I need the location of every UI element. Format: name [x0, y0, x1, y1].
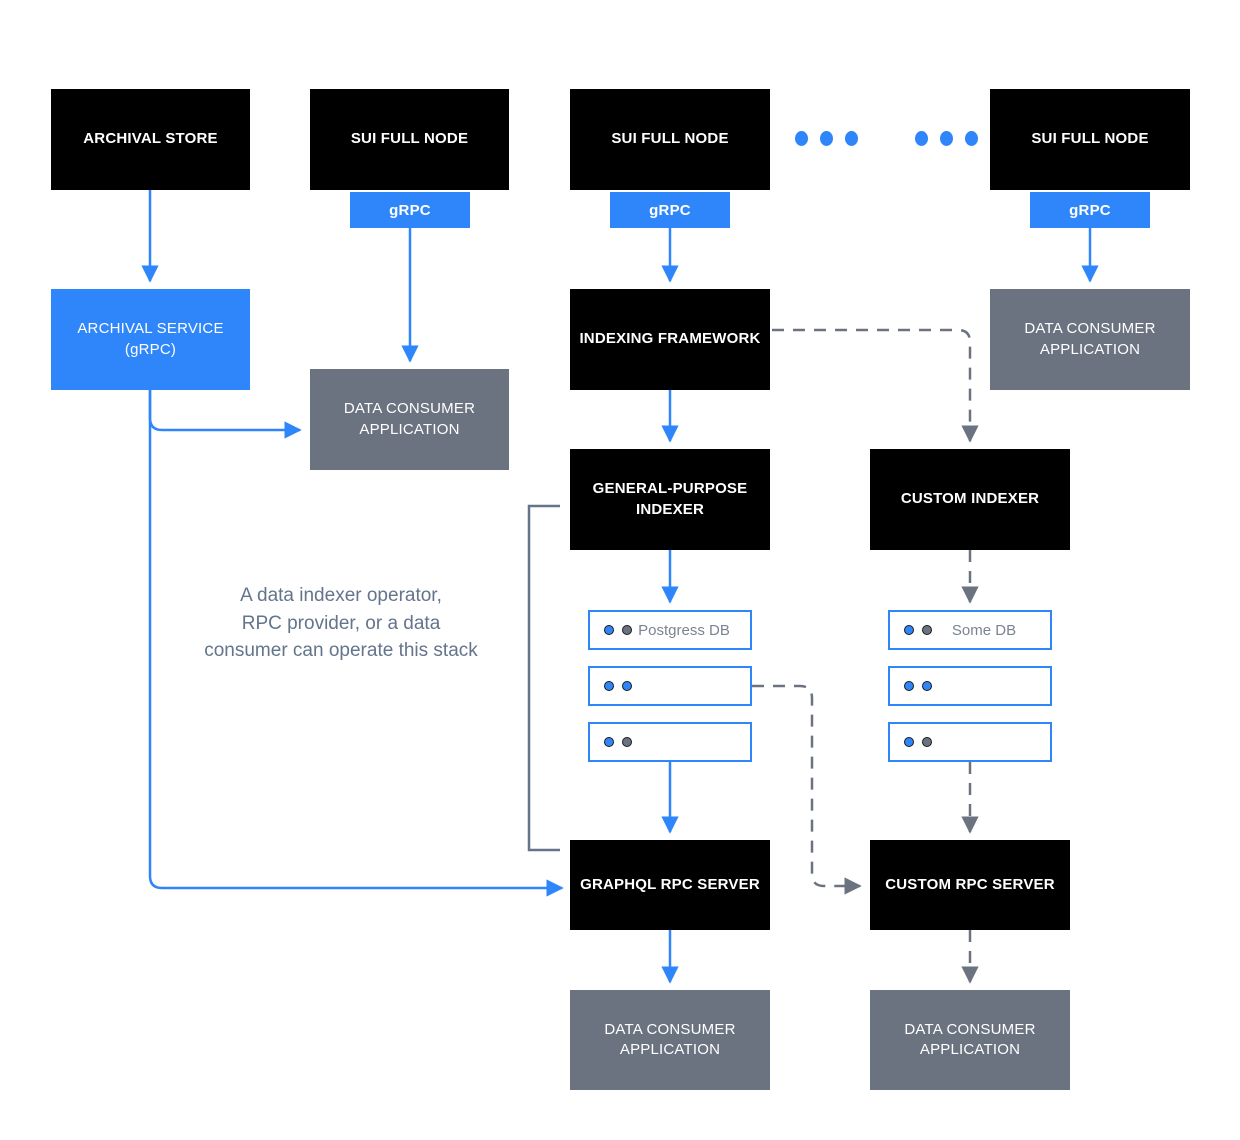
status-dot-gray-icon	[922, 737, 932, 747]
status-dot-blue-icon	[622, 681, 632, 691]
node-archival-store[interactable]: ARCHIVAL STORE	[51, 89, 250, 190]
node-indexing-framework-label: INDEXING FRAMEWORK	[579, 330, 761, 348]
status-dot-blue-icon	[604, 681, 614, 691]
ellipsis-dot	[820, 131, 833, 146]
node-sui-full-node-2[interactable]: SUI FULL NODE	[570, 89, 770, 190]
ellipsis-dot	[845, 131, 858, 146]
status-dot-blue-icon	[922, 681, 932, 691]
db-right-row-2[interactable]	[888, 666, 1052, 706]
node-sui-full-node-1[interactable]: SUI FULL NODE	[310, 89, 509, 190]
node-data-consumer-application-left[interactable]: DATA CONSUMER APPLICATION	[310, 369, 509, 470]
arrow-indexing-framework-to-custom-indexer	[772, 328, 979, 443]
node-general-purpose-indexer-line1: GENERAL-PURPOSE	[592, 480, 748, 498]
chip-grpc-2[interactable]: gRPC	[610, 192, 730, 228]
chip-grpc-3-label: gRPC	[1069, 201, 1111, 219]
node-data-consumer-bottom-right-line2: APPLICATION	[919, 1041, 1021, 1058]
ellipsis-dots-right	[915, 131, 978, 146]
node-graphql-rpc-server[interactable]: GRAPHQL RPC SERVER	[570, 840, 770, 930]
chip-grpc-1[interactable]: gRPC	[350, 192, 470, 228]
db-center-row-1-label: Postgress DB	[638, 621, 730, 639]
ellipsis-dot	[915, 131, 928, 146]
node-custom-rpc-server[interactable]: CUSTOM RPC SERVER	[870, 840, 1070, 930]
node-data-consumer-topright-line1: DATA CONSUMER	[1024, 320, 1156, 338]
stack-annotation-line2: RPC provider, or a data	[241, 612, 441, 634]
node-archival-store-label: ARCHIVAL STORE	[83, 130, 218, 148]
node-data-consumer-left-line2: APPLICATION	[359, 420, 460, 438]
node-data-consumer-bottom-left-line2: APPLICATION	[619, 1041, 721, 1058]
node-general-purpose-indexer-line2: INDEXER	[635, 500, 705, 518]
ellipsis-dot	[795, 131, 808, 146]
status-dot-blue-icon	[604, 737, 614, 747]
ellipsis-dots-left	[795, 131, 858, 146]
db-right-row-2-dots	[904, 681, 932, 691]
chip-grpc-3[interactable]: gRPC	[1030, 192, 1150, 228]
stack-bracket	[527, 504, 560, 852]
db-center-row-3-dots	[604, 737, 632, 747]
status-dot-blue-icon	[904, 737, 914, 747]
stack-annotation: A data indexer operator, RPC provider, o…	[196, 582, 486, 665]
node-sui-full-node-3-label: SUI FULL NODE	[1031, 130, 1149, 148]
node-indexing-framework[interactable]: INDEXING FRAMEWORK	[570, 289, 770, 390]
node-data-consumer-left-line1: DATA CONSUMER	[343, 400, 476, 418]
node-custom-indexer[interactable]: CUSTOM INDEXER	[870, 449, 1070, 550]
node-data-consumer-application-bottom-right[interactable]: DATA CONSUMER APPLICATION	[870, 990, 1070, 1090]
status-dot-blue-icon	[904, 681, 914, 691]
status-dot-gray-icon	[622, 625, 632, 635]
db-center-row-2-dots	[604, 681, 632, 691]
ellipsis-dot	[940, 131, 953, 146]
db-center-row-1[interactable]: Postgress DB	[588, 610, 752, 650]
node-data-consumer-application-bottom-left[interactable]: DATA CONSUMER APPLICATION	[570, 990, 770, 1090]
node-graphql-rpc-server-label: GRAPHQL RPC SERVER	[580, 875, 760, 893]
stack-annotation-line1: A data indexer operator,	[240, 585, 442, 606]
node-sui-full-node-2-label: SUI FULL NODE	[611, 130, 729, 148]
status-dot-gray-icon	[622, 737, 632, 747]
db-center-row-3[interactable]	[588, 722, 752, 762]
node-archival-service-label-line2: (gRPC)	[124, 340, 177, 358]
chip-grpc-1-label: gRPC	[389, 201, 431, 219]
node-custom-rpc-server-label: CUSTOM RPC SERVER	[885, 875, 1055, 893]
node-sui-full-node-3[interactable]: SUI FULL NODE	[990, 89, 1190, 190]
db-right-row-1-dots	[904, 625, 932, 635]
stack-annotation-line3: consumer can operate this stack	[204, 640, 478, 662]
node-custom-indexer-label: CUSTOM INDEXER	[900, 490, 1040, 508]
node-data-consumer-bottom-right-line1: DATA CONSUMER	[904, 1020, 1036, 1038]
status-dot-blue-icon	[904, 625, 914, 635]
chip-grpc-2-label: gRPC	[649, 201, 691, 219]
node-general-purpose-indexer[interactable]: GENERAL-PURPOSE INDEXER	[570, 449, 770, 550]
status-dot-blue-icon	[604, 625, 614, 635]
node-data-consumer-topright-line2: APPLICATION	[1039, 340, 1141, 358]
db-center-row-1-dots	[604, 625, 632, 635]
ellipsis-dot	[965, 131, 978, 146]
node-sui-full-node-1-label: SUI FULL NODE	[350, 130, 469, 148]
status-dot-gray-icon	[922, 625, 932, 635]
node-data-consumer-bottom-left-line1: DATA CONSUMER	[604, 1020, 736, 1038]
node-archival-service[interactable]: ARCHIVAL SERVICE (gRPC)	[51, 289, 250, 390]
db-right-row-3-dots	[904, 737, 932, 747]
node-data-consumer-application-top-right[interactable]: DATA CONSUMER APPLICATION	[990, 289, 1190, 390]
arrow-archival-service-to-data-consumer-left	[148, 389, 302, 439]
db-right-row-1-label: Some DB	[951, 621, 1017, 639]
db-right-row-3[interactable]	[888, 722, 1052, 762]
db-center-row-2[interactable]	[588, 666, 752, 706]
db-right-row-1[interactable]: Some DB	[888, 610, 1052, 650]
node-archival-service-label-line1: ARCHIVAL SERVICE	[77, 320, 224, 338]
